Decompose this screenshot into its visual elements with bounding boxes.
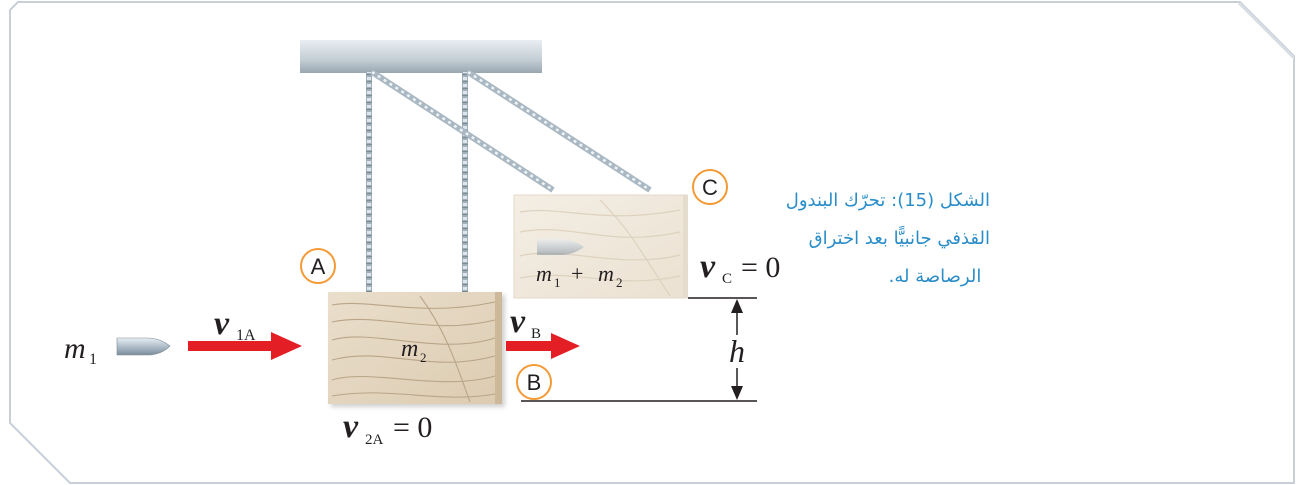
block-mass-sub: 2	[420, 350, 427, 365]
embedded-bullet	[537, 239, 584, 255]
string-left-diagonal-stitch	[371, 70, 554, 192]
caption-line-3: الرصاصة له.	[888, 266, 982, 287]
combined-mass-m1: m	[536, 261, 552, 286]
block-position-a	[328, 292, 502, 404]
combined-mass-plus: +	[571, 261, 583, 286]
point-b-label: B	[527, 370, 542, 395]
v1a-sub: 1A	[236, 327, 256, 344]
point-b-circle	[516, 364, 552, 400]
velocity-arrow-v1a	[188, 332, 302, 360]
point-c-label: C	[702, 175, 718, 200]
vb-sub: B	[531, 326, 541, 342]
string-right-vertical	[462, 72, 468, 292]
combined-mass-m2-sub: 2	[616, 275, 623, 290]
height-label: h	[729, 333, 745, 369]
vc-sub: C	[722, 271, 732, 287]
point-a-circle	[300, 248, 336, 284]
string-left-vertical	[366, 72, 372, 292]
string-right-diagonal-stitch	[467, 70, 651, 192]
combined-mass-m2: m	[598, 261, 614, 286]
point-a-label: A	[311, 254, 326, 279]
height-arrow-down	[731, 386, 743, 400]
frame-corner-shade	[1238, 2, 1294, 60]
combined-mass-m1-sub: 1	[554, 275, 561, 290]
velocity-arrow-vb	[506, 333, 580, 359]
v1a-label: v	[214, 305, 230, 342]
bullet-mass-label: m	[64, 332, 86, 365]
figure-caption: الشكل (15): تحرّك البندول القذفي جانبيًّ…	[785, 182, 990, 296]
ceiling-support	[300, 40, 542, 73]
caption-line-1: الشكل (15): تحرّك البندول	[785, 190, 990, 211]
height-arrow-up	[731, 299, 743, 313]
vc-label: v	[700, 248, 716, 285]
caption-line-2: القذفي جانبيًّا بعد اختراق	[808, 228, 990, 249]
bullet-mass-sub: 1	[89, 351, 97, 368]
v2a-label: v	[343, 408, 359, 445]
vc-equals-zero: = 0	[741, 251, 780, 284]
point-c-circle	[692, 169, 728, 205]
block-mass-label: m	[401, 336, 418, 362]
v2a-sub: 2A	[365, 432, 384, 448]
bullet	[116, 337, 171, 356]
v2a-equals-zero: = 0	[393, 411, 432, 444]
vb-label: v	[510, 303, 526, 340]
